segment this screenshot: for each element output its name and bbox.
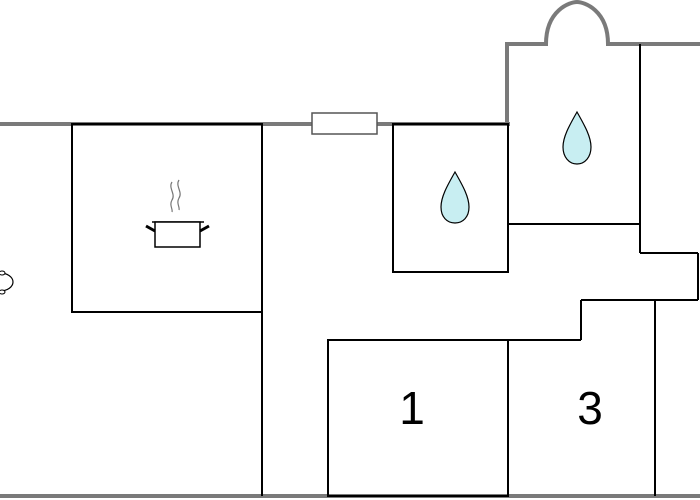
cooking-pot-icon: [145, 179, 210, 248]
bedroom-1-label: 1: [399, 382, 425, 434]
table-icon: [0, 270, 14, 295]
bedroom-3-label: 3: [577, 382, 603, 434]
bedroom-1-room: [327, 339, 509, 497]
water-drop-icon: [440, 170, 470, 224]
window-icon: [311, 112, 378, 135]
bay-window-icon: [544, 0, 610, 45]
kitchen-room: [71, 123, 263, 313]
water-drop-icon: [562, 110, 592, 165]
